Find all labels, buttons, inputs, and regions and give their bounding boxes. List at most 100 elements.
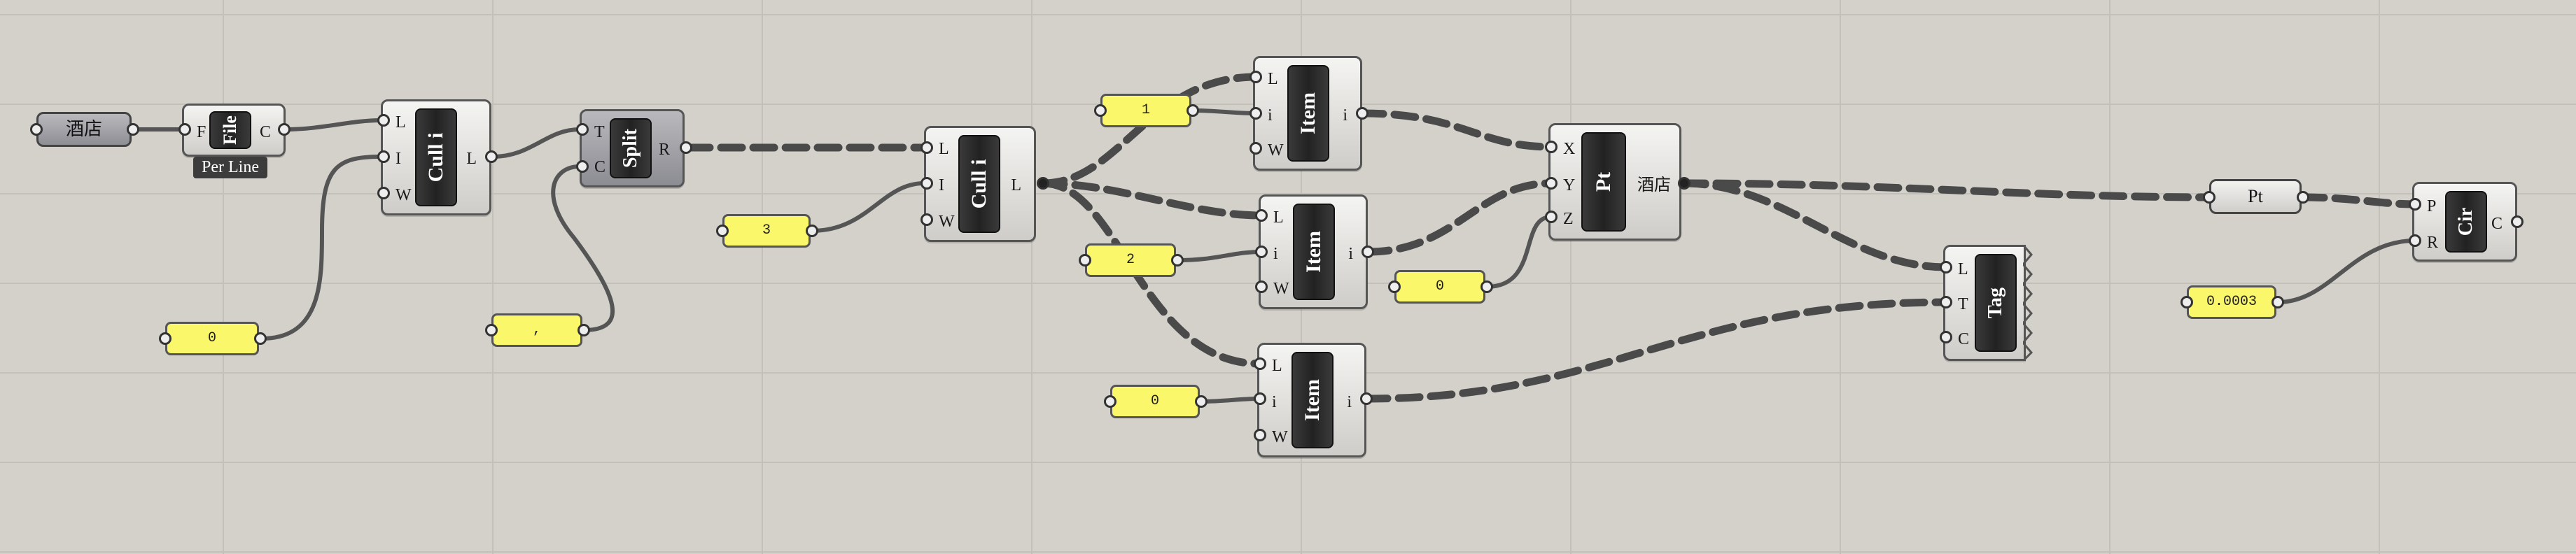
- panel-three-out-grip[interactable]: [806, 225, 818, 237]
- construct-point-component[interactable]: X Y Z Pt 酒店: [1548, 123, 1681, 241]
- circle-input-p: P: [2427, 197, 2437, 215]
- hotel-param[interactable]: 酒店: [36, 112, 132, 147]
- circle-out-grip[interactable]: [2511, 215, 2524, 228]
- cull1-title-bar: Cull i: [415, 108, 457, 206]
- split-component[interactable]: T C Split R: [580, 109, 685, 187]
- cull1-title: Cull i: [424, 132, 447, 183]
- pt-in-y-grip[interactable]: [1545, 177, 1558, 190]
- panel-zero-c[interactable]: 0: [1110, 385, 1200, 418]
- cull2-input-l: L: [939, 140, 949, 158]
- pt-out-grip[interactable]: [1678, 177, 1690, 190]
- point-param[interactable]: Pt: [2209, 179, 2302, 214]
- item1-in-w-grip[interactable]: [1250, 142, 1262, 155]
- item1-in-i-grip[interactable]: [1250, 107, 1262, 120]
- panel-radius-out-grip[interactable]: [2272, 296, 2284, 308]
- text-tag-component[interactable]: L T C Tag: [1943, 245, 2026, 361]
- cull1-in-w-grip[interactable]: [377, 187, 390, 199]
- panel-three-in-grip[interactable]: [716, 225, 729, 237]
- split-out-grip[interactable]: [680, 141, 692, 154]
- item3-out-grip[interactable]: [1360, 392, 1373, 405]
- cull2-in-i-grip[interactable]: [920, 177, 933, 190]
- tag-in-t-grip[interactable]: [1940, 296, 1952, 308]
- circle-title-bar: Cir: [2445, 191, 2487, 253]
- item2-input-l: L: [1273, 208, 1284, 227]
- point-param-out-grip[interactable]: [2297, 191, 2309, 204]
- tag-in-l-grip[interactable]: [1940, 261, 1952, 274]
- panel-three[interactable]: 3: [722, 214, 811, 248]
- cull1-in-i-grip[interactable]: [377, 150, 390, 163]
- cull2-title-bar: Cull i: [958, 135, 1000, 233]
- split-title: Split: [620, 128, 641, 169]
- panel-zero-a-in-grip[interactable]: [159, 332, 172, 345]
- cull1-input-i: I: [396, 150, 401, 168]
- panel-comma[interactable]: ,: [491, 313, 582, 347]
- item3-title: Item: [1301, 379, 1324, 421]
- panel-one[interactable]: 1: [1100, 94, 1191, 127]
- panel-zero-a-value: 0: [207, 330, 216, 346]
- item1-out-grip[interactable]: [1356, 107, 1368, 120]
- tag-in-c-grip[interactable]: [1940, 331, 1952, 343]
- item1-input-w: W: [1268, 141, 1284, 159]
- item1-in-l-grip[interactable]: [1250, 71, 1262, 83]
- panel-one-value: 1: [1141, 102, 1150, 118]
- tag-input-l: L: [1958, 260, 1968, 278]
- cull1-in-l-grip[interactable]: [377, 114, 390, 127]
- panel-two[interactable]: 2: [1085, 243, 1176, 277]
- cull2-in-l-grip[interactable]: [920, 141, 933, 154]
- circle-component[interactable]: P R Cir C: [2412, 182, 2517, 262]
- file-component[interactable]: F File C: [182, 104, 286, 157]
- pt-in-x-grip[interactable]: [1545, 141, 1558, 153]
- cull-component-1[interactable]: L I W Cull i L: [381, 99, 491, 215]
- item2-in-i-grip[interactable]: [1255, 246, 1268, 258]
- file-input-grip[interactable]: [178, 123, 191, 136]
- circle-output-c: C: [2491, 215, 2502, 233]
- cull2-out-grip[interactable]: [1037, 177, 1049, 190]
- panel-comma-value: ,: [532, 322, 541, 338]
- split-in-c-grip[interactable]: [576, 160, 589, 173]
- panel-one-in-grip[interactable]: [1094, 104, 1107, 117]
- item-component-3[interactable]: L i W Item i: [1257, 343, 1366, 457]
- panel-one-out-grip[interactable]: [1186, 104, 1199, 117]
- cull2-in-w-grip[interactable]: [920, 213, 933, 226]
- wire-cull1-to-split: [492, 127, 580, 159]
- file-per-line-label: Per Line: [193, 157, 267, 178]
- tag-zigzag-edge: [2023, 245, 2033, 361]
- cull-component-2[interactable]: L I W Cull i L: [924, 126, 1036, 242]
- file-title-bar: File: [209, 111, 251, 149]
- hotel-param-output-grip[interactable]: [127, 123, 139, 136]
- pt-in-z-grip[interactable]: [1545, 211, 1558, 223]
- panel-zero-a[interactable]: 0: [165, 322, 259, 355]
- panel-comma-out-grip[interactable]: [578, 324, 590, 336]
- panel-two-in-grip[interactable]: [1079, 254, 1091, 267]
- circle-in-r-grip[interactable]: [2409, 234, 2421, 247]
- cull2-output-l: L: [1011, 176, 1021, 194]
- panel-radius[interactable]: 0.0003: [2187, 285, 2276, 319]
- pt-input-x: X: [1563, 140, 1576, 158]
- item2-in-w-grip[interactable]: [1255, 280, 1268, 293]
- panel-radius-in-grip[interactable]: [2180, 296, 2193, 308]
- item-component-2[interactable]: L i W Item i: [1259, 194, 1368, 309]
- file-title: File: [220, 115, 240, 145]
- panel-zero-b-in-grip[interactable]: [1388, 280, 1401, 293]
- split-in-t-grip[interactable]: [576, 123, 589, 136]
- item3-in-i-grip[interactable]: [1254, 392, 1266, 405]
- item-component-1[interactable]: L i W Item i: [1253, 56, 1362, 171]
- split-input-c: C: [594, 158, 606, 176]
- panel-zero-b-out-grip[interactable]: [1480, 280, 1493, 293]
- file-output-grip[interactable]: [278, 123, 290, 136]
- item2-in-l-grip[interactable]: [1255, 209, 1268, 222]
- panel-zero-c-out-grip[interactable]: [1195, 395, 1208, 408]
- panel-two-out-grip[interactable]: [1171, 254, 1184, 267]
- panel-zero-a-out-grip[interactable]: [254, 332, 267, 345]
- panel-comma-in-grip[interactable]: [485, 324, 498, 336]
- wire-cull2-to-item1: [1039, 73, 1260, 187]
- point-param-in-grip[interactable]: [2203, 191, 2216, 204]
- panel-zero-b[interactable]: 0: [1394, 270, 1485, 304]
- item2-out-grip[interactable]: [1362, 246, 1374, 258]
- cull1-out-grip[interactable]: [485, 150, 498, 163]
- item3-in-w-grip[interactable]: [1254, 429, 1266, 441]
- panel-zero-c-in-grip[interactable]: [1104, 395, 1116, 408]
- circle-in-p-grip[interactable]: [2409, 198, 2421, 211]
- item3-in-l-grip[interactable]: [1254, 357, 1266, 370]
- hotel-param-input-grip[interactable]: [30, 123, 43, 136]
